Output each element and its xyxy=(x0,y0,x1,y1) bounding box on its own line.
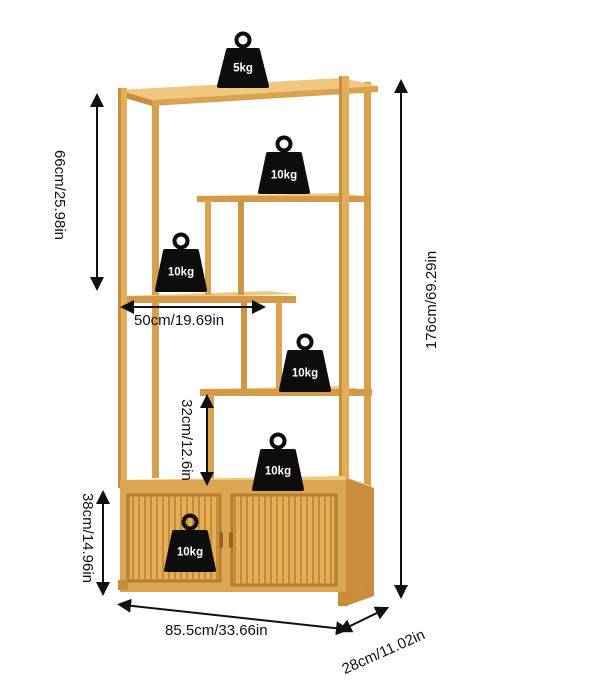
weight-icon-upper-left xyxy=(155,232,207,292)
shelf-spacing-label: 32cm/12.6in xyxy=(178,399,195,481)
weight-label-lower-right: 10kg xyxy=(264,465,292,478)
weight-icon-lower-right xyxy=(252,432,304,491)
weight-label-upper-right: 10kg xyxy=(270,169,298,182)
weight-icon-upper-right xyxy=(258,135,310,194)
weight-icon-top xyxy=(217,31,269,88)
dimension-line-total-width xyxy=(117,598,350,636)
weight-label-cabinet: 10kg xyxy=(176,546,204,559)
cabinet-height-label: 38cm/14.96in xyxy=(79,492,96,584)
weight-icon-cabinet xyxy=(164,513,216,572)
upper-right-shelf xyxy=(197,193,370,202)
weight-label-middle-right: 10kg xyxy=(291,367,319,380)
total-width-label: 85.5cm/33.66in xyxy=(165,622,268,639)
weight-icon-middle-right xyxy=(279,333,331,392)
dimension-line-depth xyxy=(337,606,390,633)
top-section-height-label: 66cm/25.98in xyxy=(51,149,68,241)
cabinet xyxy=(118,476,374,606)
total-height-label: 176cm/69.29in xyxy=(423,250,440,350)
shelf-width-label: 50cm/19.69in xyxy=(134,312,225,329)
weight-label-upper-left: 10kg xyxy=(167,266,195,279)
front-frame xyxy=(118,76,349,488)
weight-label-top: 5kg xyxy=(233,62,253,75)
